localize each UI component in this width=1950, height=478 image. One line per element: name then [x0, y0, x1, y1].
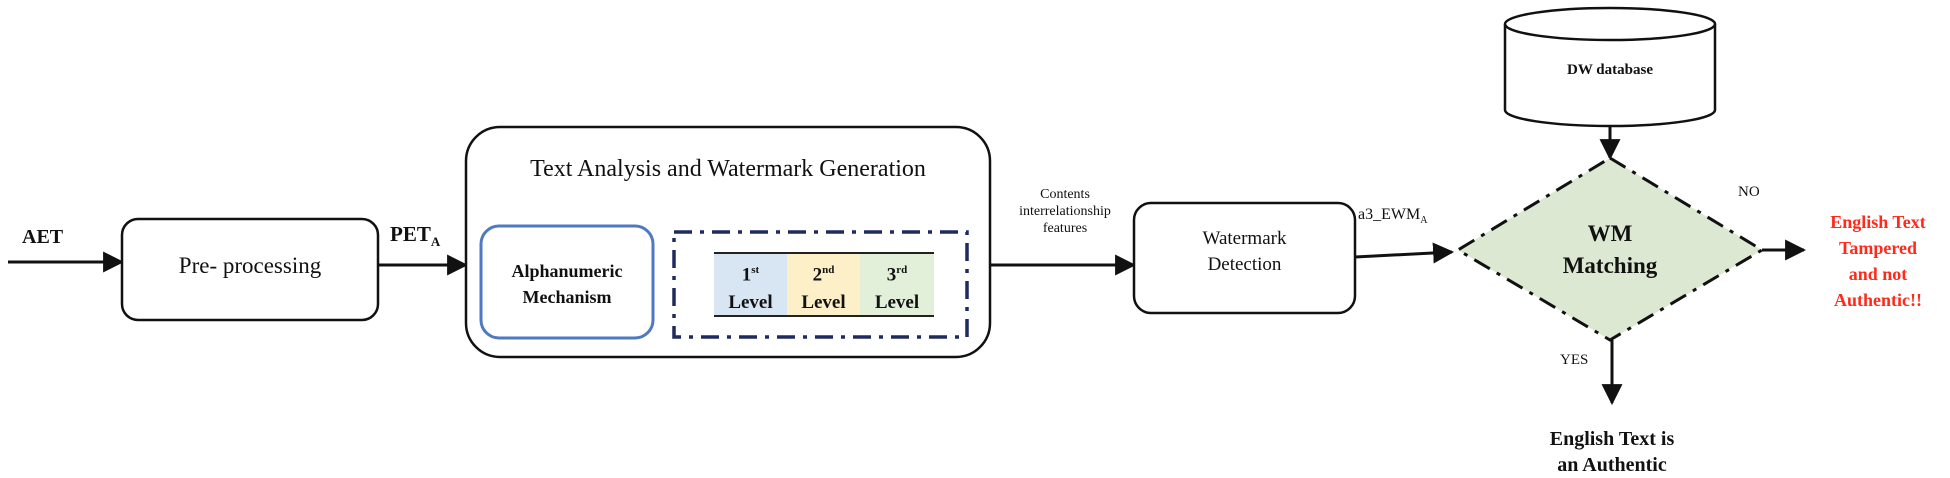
authentic-result: English Text is an Authentic — [1549, 428, 1675, 476]
level-3-cell — [860, 254, 934, 315]
dw-database-cylinder — [1503, 6, 1717, 128]
ewm-label: a3_EWMA — [1358, 206, 1428, 227]
no-label: NO — [1738, 184, 1760, 200]
database-label: DW database — [1567, 62, 1653, 78]
watermark-detection-label: Watermark Detection — [1202, 228, 1287, 275]
preprocessing-box — [120, 217, 380, 322]
alphanumeric-line2: Mechanism — [522, 287, 612, 307]
alphanumeric-label: Alphanumeric Mechanism — [481, 258, 653, 310]
pet-label: PETA — [390, 222, 440, 250]
cylinder-top — [1503, 6, 1717, 42]
pet-label-sub: A — [430, 234, 441, 250]
input-label: AET — [22, 226, 64, 248]
pet-label-main: PET — [390, 222, 431, 246]
yes-label: YES — [1560, 352, 1589, 368]
preprocessing-label: Pre- processing — [178, 253, 322, 278]
text-analysis-title: Text Analysis and Watermark Generation — [530, 156, 926, 182]
alphanumeric-mechanism-box — [479, 224, 655, 340]
features-label: Contents interrelationship features — [1019, 187, 1111, 236]
level-1-label: 1st Level — [728, 264, 773, 314]
level-3-label: 3rd Level — [874, 264, 920, 314]
wm-matching-diamond — [1455, 156, 1765, 342]
cylinder-body — [1503, 24, 1717, 128]
levels-table — [714, 252, 934, 317]
arrow-ewm — [1354, 242, 1455, 264]
tampered-result: English Text Tampered and not Authentic!… — [1830, 212, 1926, 310]
alphanumeric-line1: Alphanumeric — [511, 261, 623, 281]
level-2-label: 2nd Level — [801, 264, 846, 314]
watermark-detection-box — [1132, 201, 1357, 315]
matching-label: WM Matching — [1562, 221, 1658, 278]
level-1-cell — [714, 254, 787, 315]
level-2-cell — [787, 254, 860, 315]
